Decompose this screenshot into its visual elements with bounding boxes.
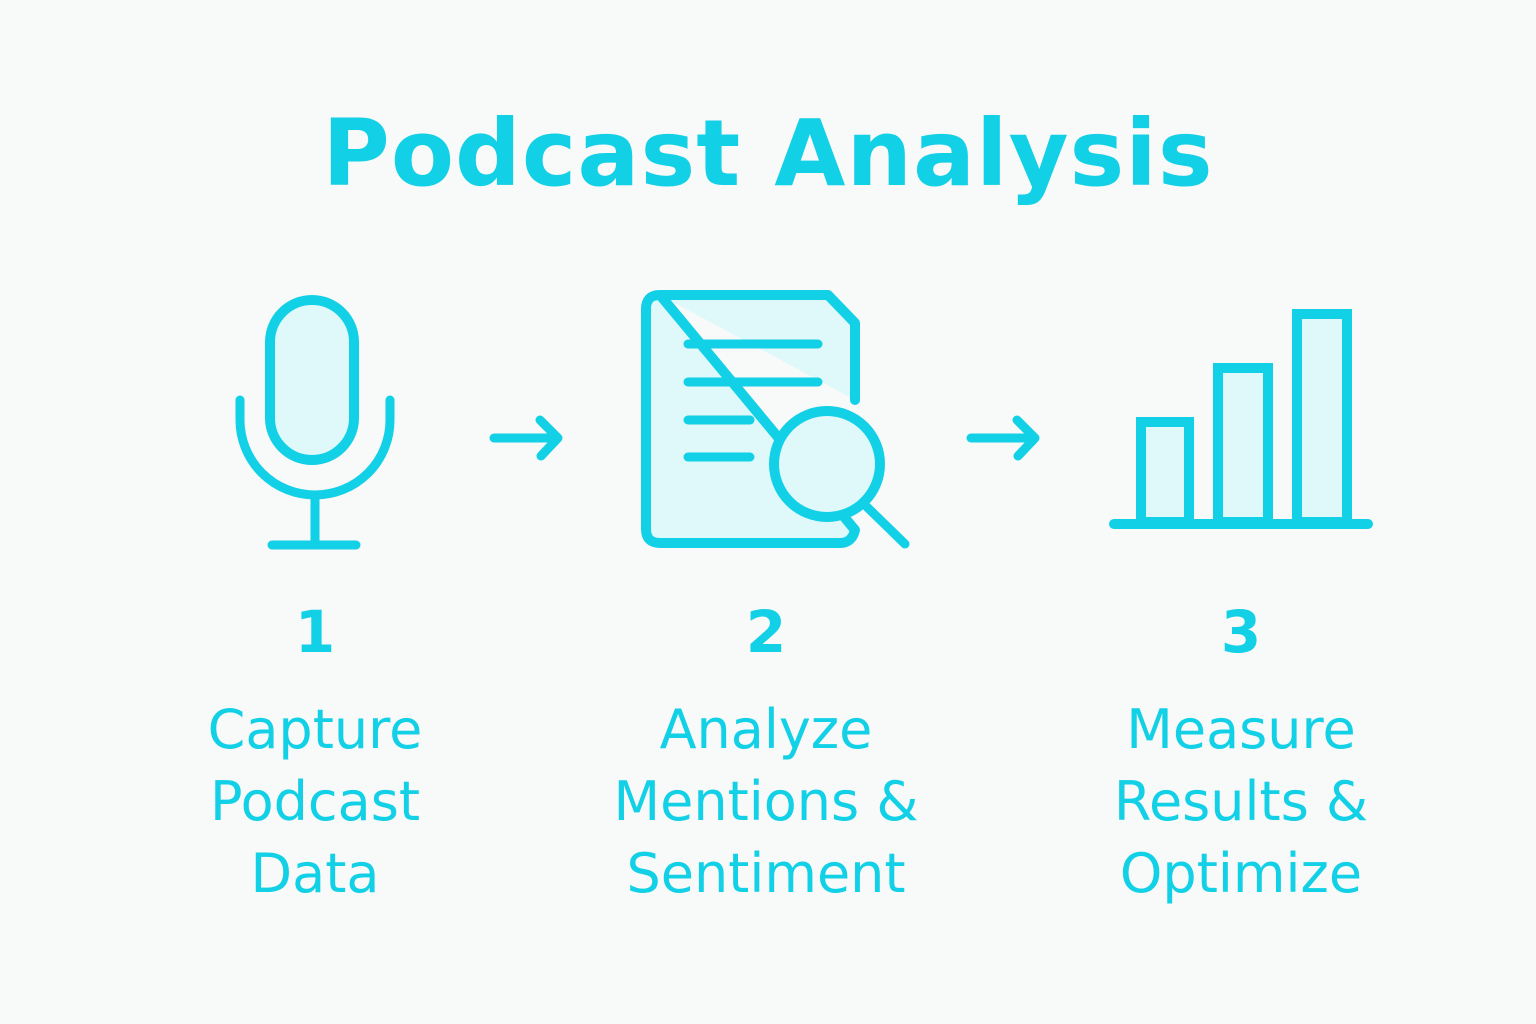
step-label: Measure Results & Optimize [1031,694,1451,910]
page-title: Podcast Analysis [322,100,1214,207]
bar-chart-icon [1109,309,1373,529]
step-label: Capture Podcast Data [105,694,525,910]
step-label-line: Mentions & [613,770,919,833]
step-number: 3 [1220,598,1262,666]
step-2: 2 Analyze Mentions & Sentiment [556,600,976,910]
step-label-line: Results & [1113,770,1369,833]
step-number: 2 [745,598,787,666]
step-3: 3 Measure Results & Optimize [1031,600,1451,910]
step-label-line: Optimize [1119,842,1363,905]
arrow-right-icon [489,415,563,461]
step-label-line: Analyze [659,698,873,761]
document-search-icon [641,290,910,549]
step-label-line: Capture [207,698,423,761]
microphone-icon [235,295,395,550]
arrow-right-icon [966,415,1040,461]
step-number: 1 [294,598,336,666]
step-label-line: Podcast [209,770,421,833]
step-1: 1 Capture Podcast Data [105,600,525,910]
step-label-line: Data [250,842,380,905]
step-label: Analyze Mentions & Sentiment [556,694,976,910]
step-label-line: Sentiment [626,842,906,905]
step-label-line: Measure [1126,698,1356,761]
